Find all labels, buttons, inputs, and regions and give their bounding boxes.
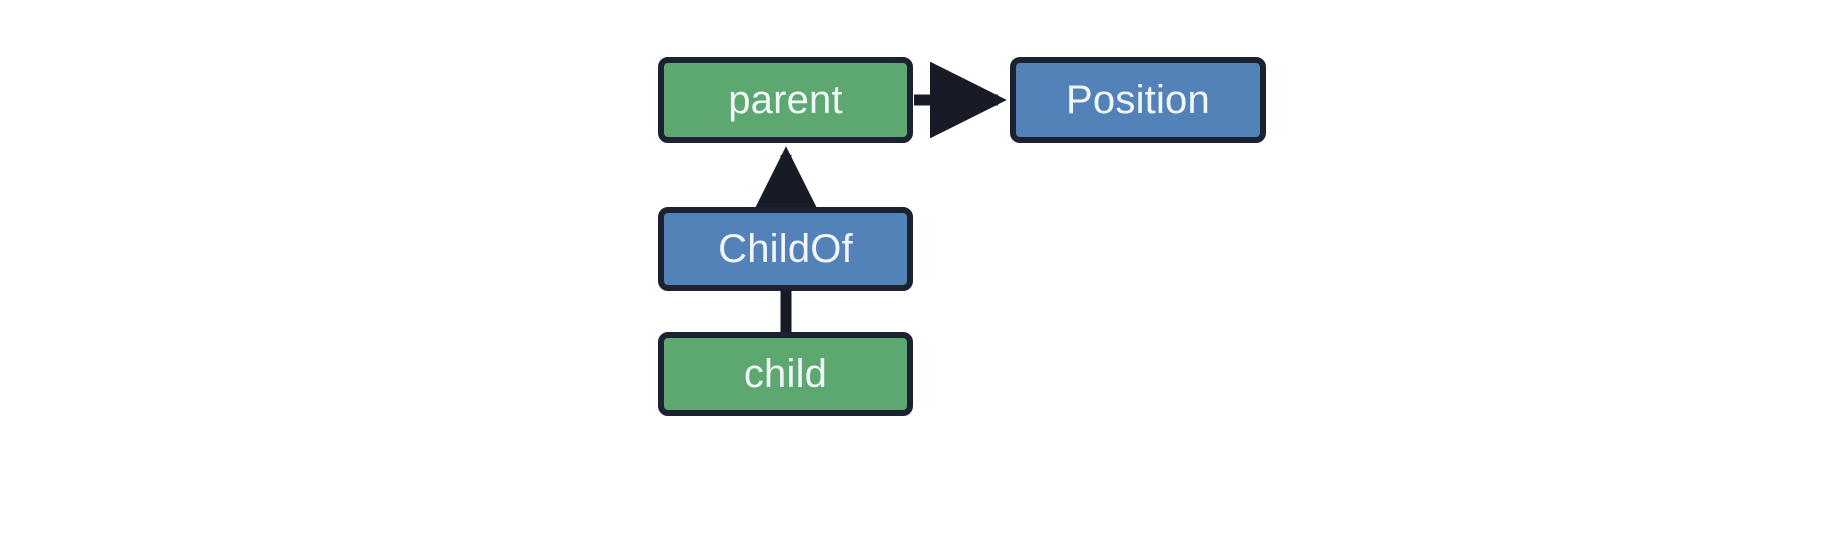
node-childof[interactable]: ChildOf bbox=[658, 207, 913, 291]
node-position-label: Position bbox=[1066, 78, 1210, 122]
node-childof-label: ChildOf bbox=[718, 227, 853, 271]
node-child-label: child bbox=[743, 352, 828, 396]
node-position[interactable]: Position bbox=[1010, 57, 1266, 143]
node-parent-label: parent bbox=[728, 78, 843, 122]
node-parent[interactable]: parent bbox=[658, 57, 913, 143]
node-child[interactable]: child bbox=[658, 332, 913, 416]
